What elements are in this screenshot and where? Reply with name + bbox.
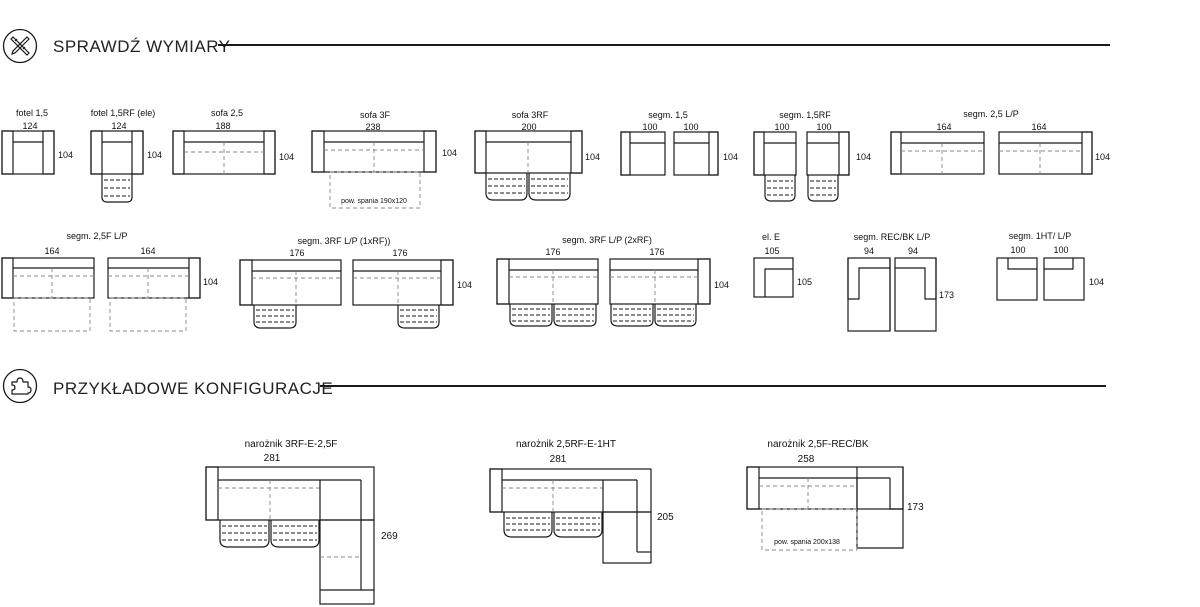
module-width-right: 176 [392, 248, 408, 258]
section-title-dimensions: SPRAWDŹ WYMIARY [53, 37, 231, 56]
config-depth: 173 [907, 502, 924, 513]
sleeping-area-label: pow. spania 190x120 [341, 198, 407, 205]
config-width: 281 [263, 453, 281, 464]
module-name: sofa 3F [359, 110, 391, 120]
module-name: sofa 3RF [511, 110, 549, 120]
section-title-configs: PRZYKŁADOWE KONFIGURACJE [53, 379, 334, 398]
module-width: 188 [215, 121, 231, 131]
module-width: 238 [365, 122, 381, 132]
config-name: narożnik 2,5RF-E-1HT [515, 439, 617, 450]
module-depth: 104 [457, 280, 473, 290]
module-width-right: 94 [907, 246, 919, 256]
module-width-right: 164 [1031, 122, 1047, 132]
module-width-right: 100 [816, 122, 832, 132]
module-depth: 104 [585, 152, 601, 162]
module-depth: 105 [797, 277, 813, 287]
module-width: 124 [111, 121, 127, 131]
module-width-right: 100 [683, 122, 699, 132]
module-depth: 104 [714, 280, 730, 290]
module-width-left: 100 [1010, 245, 1026, 255]
module-depth: 104 [856, 152, 872, 162]
module-name: fotel 1,5 [15, 108, 49, 118]
ruler-pencil-icon [2, 28, 38, 64]
module-width-left: 164 [44, 246, 60, 256]
module-name: segm. REC/BK L/P [853, 232, 931, 242]
module-name: el. E [761, 232, 781, 242]
section-divider [320, 385, 1106, 387]
config-width: 281 [549, 454, 567, 465]
module-depth: 104 [58, 150, 74, 160]
module-depth: 104 [147, 150, 163, 160]
module-width-left: 100 [774, 122, 790, 132]
section-divider [218, 44, 1110, 46]
config-width: 258 [797, 454, 815, 465]
module-depth: 104 [279, 152, 295, 162]
config-depth: 205 [657, 512, 674, 523]
module-name: segm. 3RF L/P (2xRF) [562, 235, 652, 245]
config-depth: 269 [381, 531, 398, 542]
module-width-right: 176 [649, 247, 665, 257]
module-name: sofa 2,5 [210, 108, 244, 118]
module-name: segm. 1HT/ L/P [1008, 231, 1072, 241]
module-depth: 104 [1095, 152, 1111, 162]
module-name: segm. 1,5 [648, 110, 688, 120]
module-depth: 104 [723, 152, 739, 162]
module-name: fotel 1,5RF (ele) [90, 108, 156, 118]
config-name: narożnik 2,5F-REC/BK [767, 439, 869, 450]
sleeping-area-label: pow. spania 200x138 [774, 539, 840, 546]
module-width-right: 164 [140, 246, 156, 256]
module-width-left: 94 [863, 246, 875, 256]
module-width: 124 [22, 121, 38, 131]
module-name: segm. 1,5RF [779, 110, 831, 120]
module-width: 200 [521, 122, 537, 132]
module-width-left: 100 [642, 122, 658, 132]
module-width-left: 176 [545, 247, 561, 257]
module-depth: 104 [442, 148, 458, 158]
module-width-left: 164 [936, 122, 952, 132]
module-depth: 104 [1089, 277, 1105, 287]
module-width: 105 [764, 246, 780, 256]
module-width-right: 100 [1053, 245, 1069, 255]
puzzle-icon [2, 368, 38, 404]
module-width-left: 176 [289, 248, 305, 258]
module-name: segm. 3RF L/P (1xRF)) [297, 236, 391, 246]
module-depth: 104 [203, 277, 219, 287]
module-name: segm. 2,5F L/P [66, 231, 128, 241]
module-name: segm. 2,5 L/P [963, 109, 1019, 119]
module-depth: 173 [939, 290, 955, 300]
config-name: narożnik 3RF-E-2,5F [244, 439, 338, 450]
